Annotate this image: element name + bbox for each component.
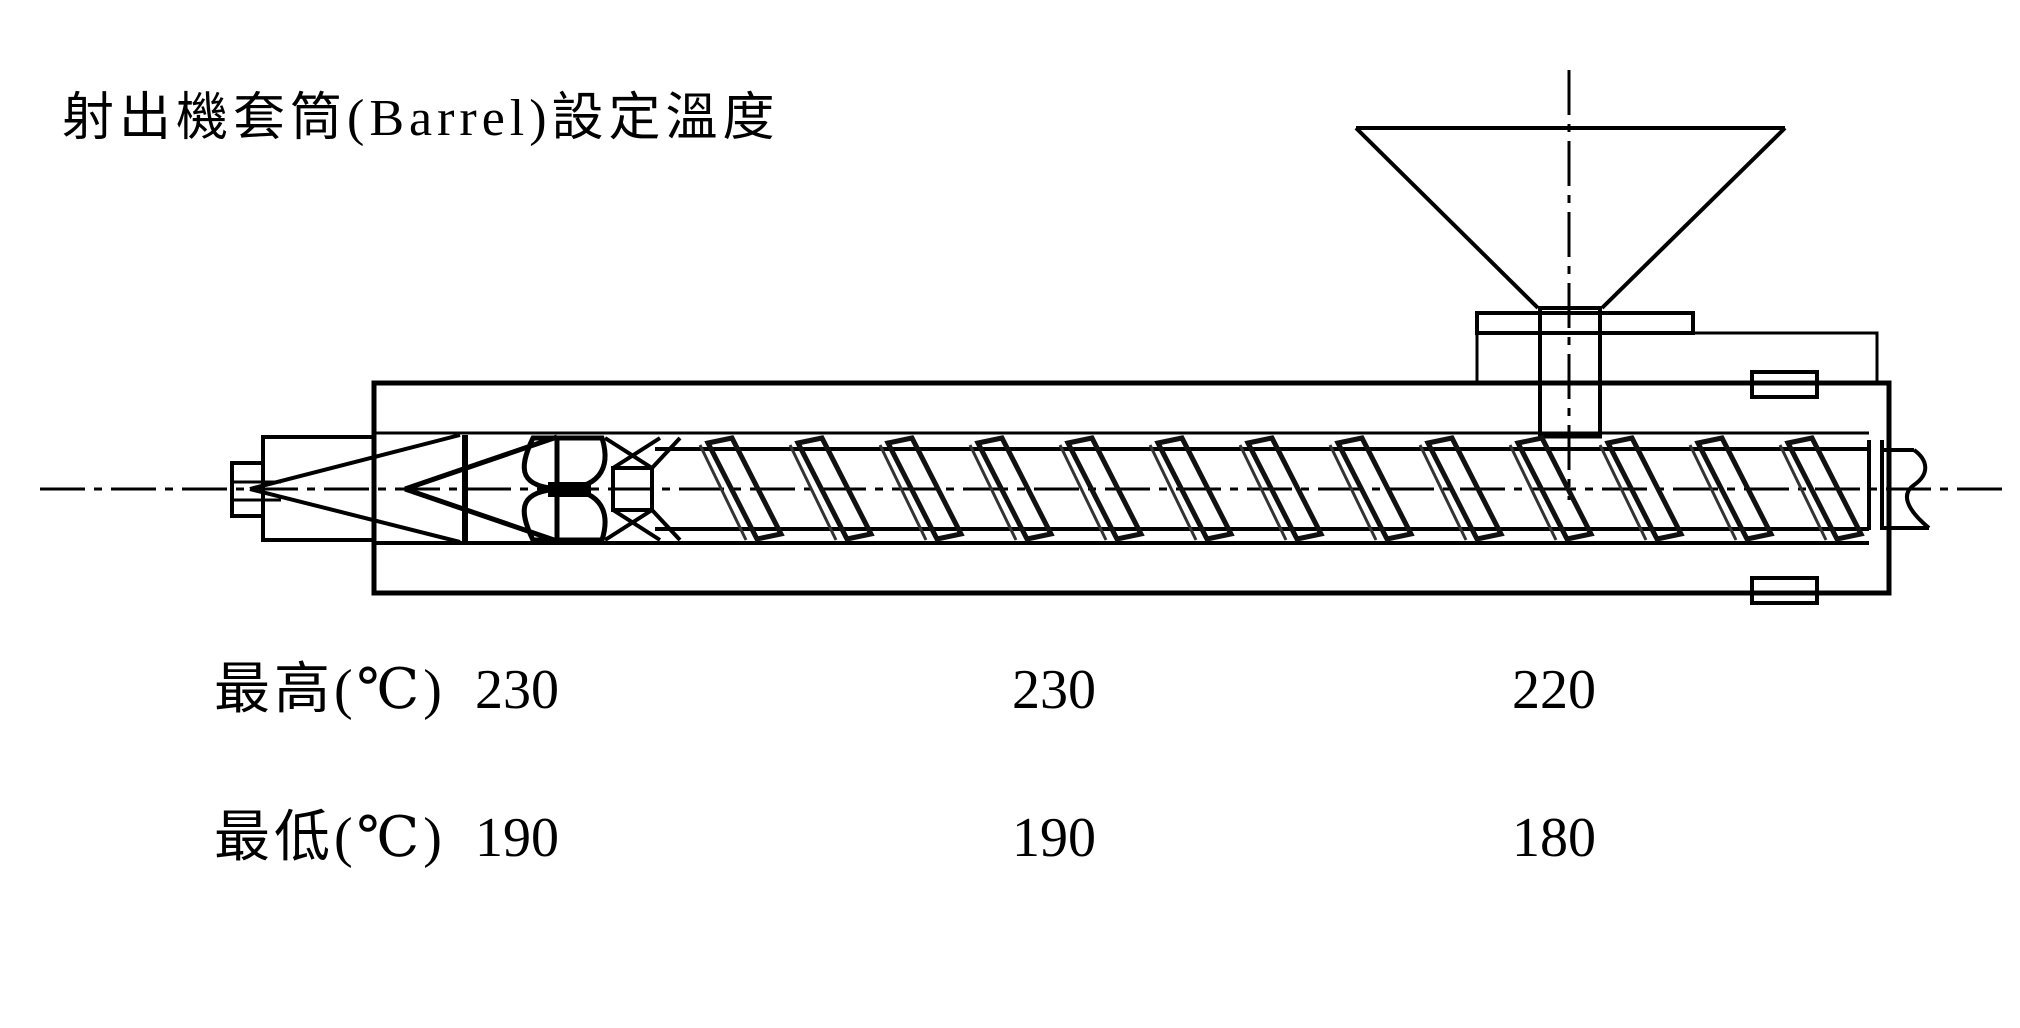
temp-max-zone3: 220 <box>1512 659 1596 721</box>
hopper-neck <box>1538 308 1602 439</box>
heater-band-bottom <box>1750 576 1819 605</box>
temp-row-min: 最低(℃) 190 190 180 <box>0 807 2020 878</box>
temp-max-zone2: 230 <box>1012 659 1096 721</box>
heater-band-top <box>1750 370 1819 399</box>
nozzle-channel <box>249 433 461 544</box>
page-title: 射出機套筒(Barrel)設定溫度 <box>62 90 780 147</box>
hopper-flange <box>1475 311 1695 335</box>
rear-housing <box>1475 331 1879 383</box>
temp-min-zone3: 180 <box>1512 807 1596 869</box>
temp-min-label: 最低(℃) <box>214 807 446 869</box>
nozzle-tip <box>230 461 265 518</box>
temp-max-label: 最高(℃) <box>214 659 446 721</box>
screw-flights <box>698 435 1865 542</box>
shaft-end <box>1867 440 1931 530</box>
temp-min-zone2: 190 <box>1012 807 1096 869</box>
shaft-break <box>1905 448 1931 530</box>
hopper-funnel <box>1354 126 1787 310</box>
screw-connector <box>603 436 682 542</box>
temp-row-max: 最高(℃) 230 230 220 <box>0 659 2020 730</box>
barrel-bore-lines <box>374 431 1869 545</box>
temp-min-zone1: 190 <box>475 807 559 869</box>
screw-root <box>655 447 1869 531</box>
check-ring <box>521 435 608 543</box>
temp-max-zone1: 230 <box>475 659 559 721</box>
